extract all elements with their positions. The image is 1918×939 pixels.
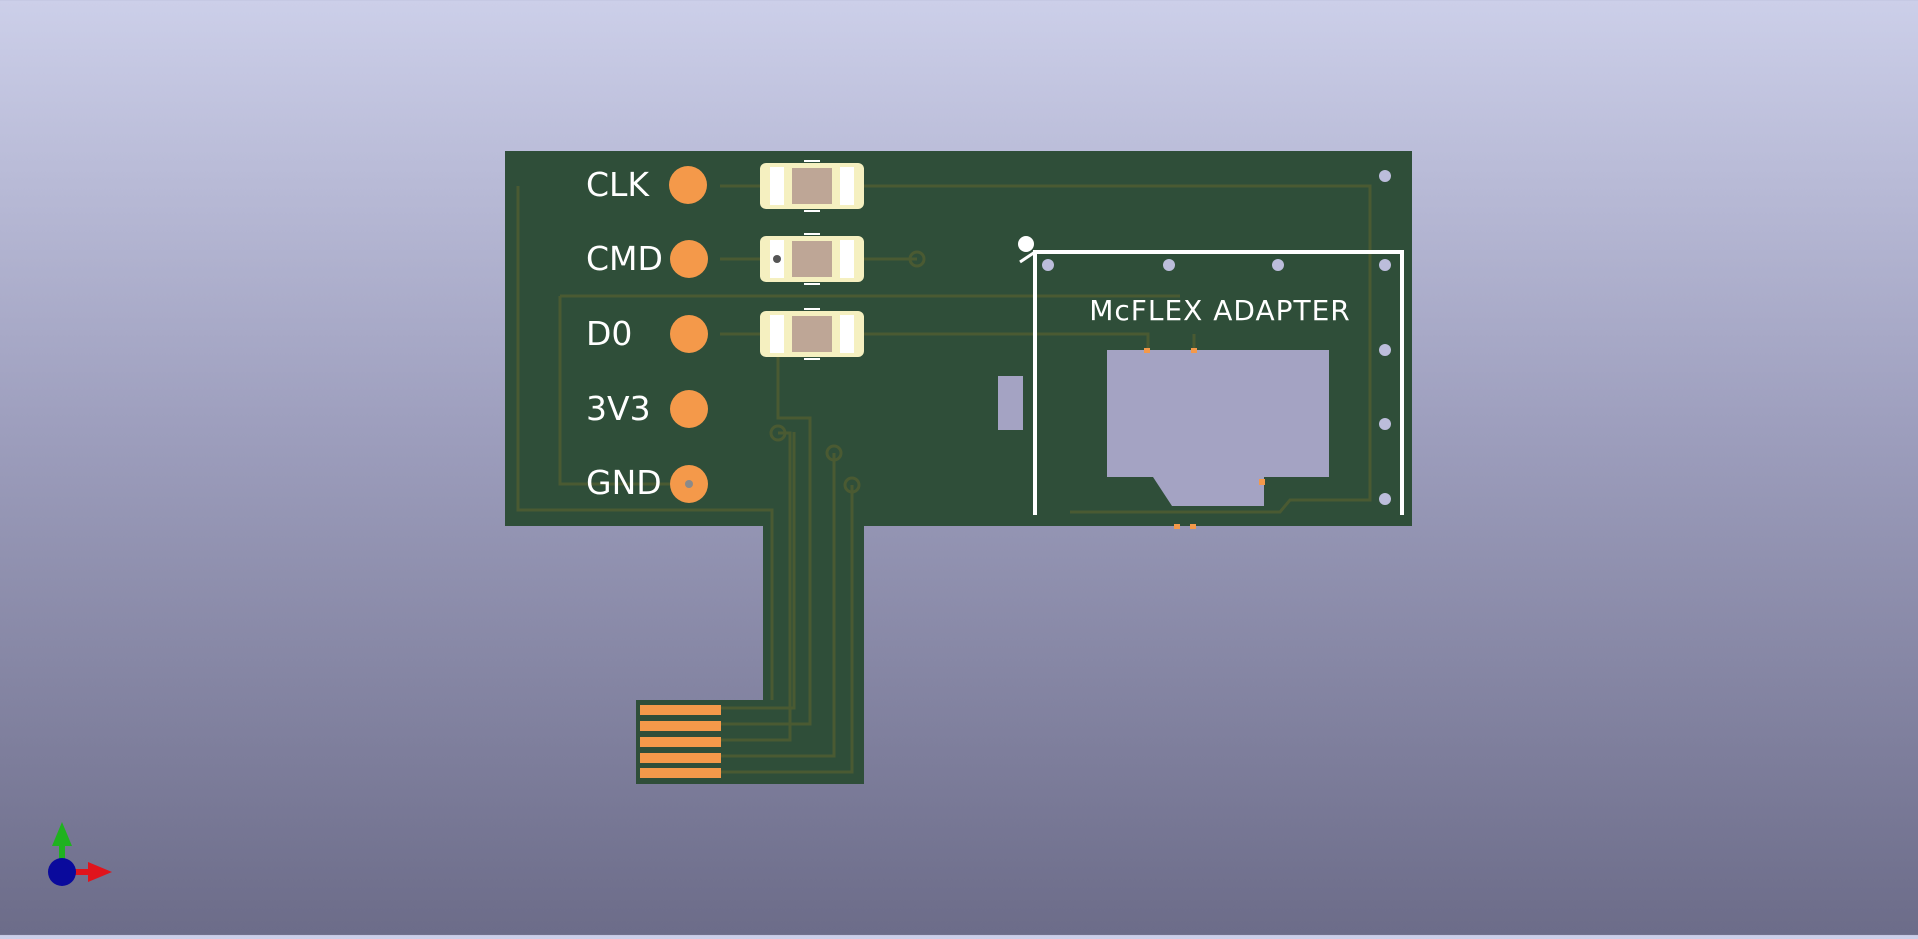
via-hole [1379, 493, 1391, 505]
via-holes [1042, 170, 1391, 505]
x-axis-arrowhead [88, 862, 112, 882]
slot-cutout [998, 376, 1023, 430]
adapter-corner-mark [1019, 250, 1036, 264]
board-cutouts [998, 350, 1329, 506]
resistor-r3[interactable] [760, 308, 864, 360]
pad-gnd-hole [685, 480, 693, 488]
resistor-r1[interactable] [760, 160, 864, 212]
edge-finger [640, 737, 721, 747]
pcb-traces [516, 184, 1372, 774]
edge-finger [640, 721, 721, 731]
pad-clk[interactable] [669, 166, 707, 204]
resistor-end-left [770, 167, 784, 205]
pin-label-gnd: GND [586, 463, 662, 502]
adapter-silkscreen: McFLEX ADAPTER [1018, 236, 1404, 515]
via-hole [1379, 418, 1391, 430]
pad-cmd[interactable] [670, 240, 708, 278]
resistor-body [792, 241, 832, 277]
adapter-label: McFLEX ADAPTER [1089, 294, 1351, 327]
axes-gizmo[interactable] [48, 822, 112, 886]
pcb-board [505, 151, 1412, 784]
pin-label-cmd: CMD [586, 239, 663, 278]
pin-labels: CLK CMD D0 3V3 GND [586, 165, 663, 502]
trace-vias [769, 250, 926, 494]
edge-connector [640, 705, 721, 778]
resistor-end-right [840, 167, 854, 205]
resistor-end-right [840, 240, 854, 278]
pin-label-d0: D0 [586, 314, 632, 353]
edge-finger [640, 768, 721, 778]
resistor-body [792, 316, 832, 352]
edge-finger [640, 705, 721, 715]
resistor-end-right [840, 315, 854, 353]
via-hole [1379, 170, 1391, 182]
via-hole [1042, 259, 1054, 271]
pin-label-3v3: 3V3 [586, 389, 651, 428]
via-hole [1379, 344, 1391, 356]
resistor-end-left [770, 315, 784, 353]
copper-test-points [1144, 348, 1265, 529]
z-axis-origin [48, 858, 76, 886]
y-axis-arrowhead [52, 822, 72, 846]
edge-finger [640, 753, 721, 763]
resistor-r2[interactable] [760, 233, 864, 285]
via-hole [1272, 259, 1284, 271]
solder-pads [669, 166, 708, 503]
card-cutout [1107, 350, 1329, 506]
resistor-body [792, 168, 832, 204]
adapter-outline [1033, 250, 1404, 515]
pin1-marker [1018, 236, 1034, 252]
pad-3v3[interactable] [670, 390, 708, 428]
via-hole [1379, 259, 1391, 271]
via-hole [1163, 259, 1175, 271]
pad-d0[interactable] [670, 315, 708, 353]
pin-label-clk: CLK [586, 165, 650, 204]
